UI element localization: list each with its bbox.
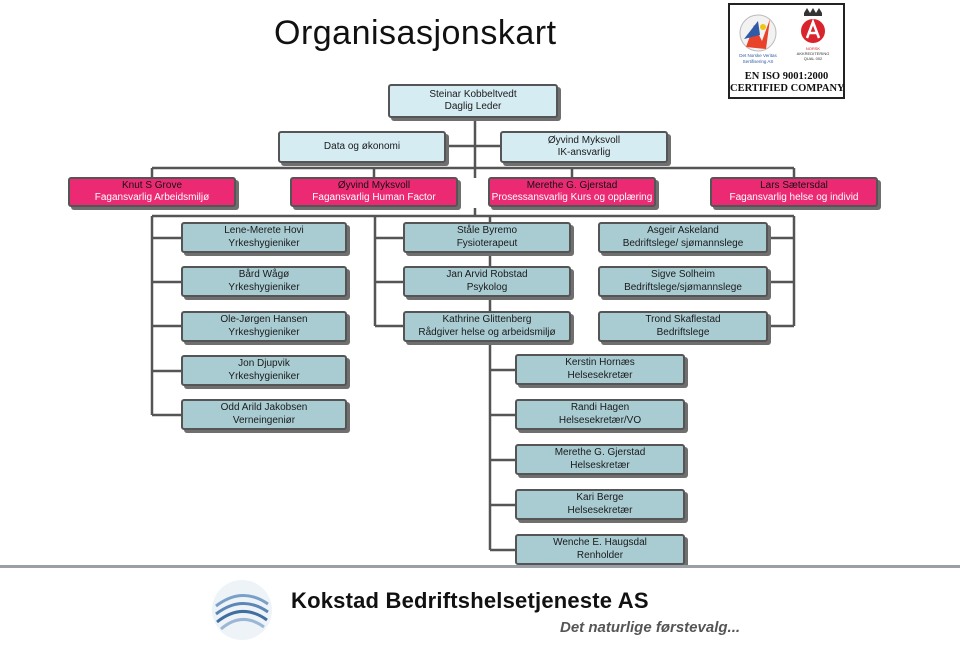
member-role: Renholder bbox=[576, 549, 624, 561]
staff-member-box: Bård Wågø Yrkeshygieniker bbox=[181, 266, 347, 297]
staff-member-box: Jon Djupvik Yrkeshygieniker bbox=[181, 355, 347, 386]
department-role: Prosessansvarlig Kurs og opplæring bbox=[491, 192, 653, 203]
department-box: Lars Sætersdal Fagansvarlig helse og ind… bbox=[710, 177, 878, 207]
svg-text:Det Norske Veritas: Det Norske Veritas bbox=[739, 53, 777, 58]
staff-right-role: IK-ansvarlig bbox=[557, 147, 611, 158]
secretary-box: Kerstin Hornæs Helsesekretær bbox=[515, 354, 685, 385]
member-role: Yrkeshygieniker bbox=[228, 237, 300, 249]
ceo-name: Steinar Kobbeltvedt bbox=[429, 88, 517, 100]
svg-text:Sertifisering AS: Sertifisering AS bbox=[743, 59, 774, 64]
member-role: Helsesekretær bbox=[567, 504, 633, 516]
member-name: Trond Skaflestad bbox=[645, 314, 721, 325]
member-role: Psykolog bbox=[466, 281, 508, 293]
member-name: Jan Arvid Robstad bbox=[446, 269, 528, 280]
department-name: Merethe G. Gjerstad bbox=[526, 179, 618, 191]
secretary-box: Randi Hagen Helsesekretær/VO bbox=[515, 399, 685, 430]
member-role: Bedriftslege bbox=[656, 326, 710, 338]
member-name: Merethe G. Gjerstad bbox=[554, 447, 646, 458]
department-name: Lars Sætersdal bbox=[760, 179, 828, 191]
staff-member-box: Odd Arild Jakobsen Verneingeniør bbox=[181, 399, 347, 430]
staff-member-box: Lene-Merete Hovi Yrkeshygieniker bbox=[181, 222, 347, 253]
page-title: Organisasjonskart bbox=[274, 14, 557, 52]
certificate-text: EN ISO 9001:2000 CERTIFIED COMPANY bbox=[730, 71, 845, 95]
department-role: Fagansvarlig helse og individ bbox=[729, 192, 859, 203]
member-role: Helseskretær bbox=[570, 459, 630, 471]
member-name: Lene-Merete Hovi bbox=[224, 225, 304, 236]
staff-member-box: Jan Arvid Robstad Psykolog bbox=[403, 266, 571, 297]
ceo-box: Steinar Kobbeltvedt Daglig Leder bbox=[388, 84, 558, 118]
certification-seals-icon: Det Norske Veritas Sertifisering AS NORS… bbox=[739, 8, 830, 64]
department-box: Øyvind Myksvoll Fagansvarlig Human Facto… bbox=[290, 177, 458, 207]
staff-member-box: Ståle Byremo Fysioterapeut bbox=[403, 222, 571, 253]
member-role: Yrkeshygieniker bbox=[228, 326, 300, 338]
svg-text:AKKREDITERING: AKKREDITERING bbox=[797, 51, 830, 56]
member-role: Bedriftslege/ sjømannslege bbox=[622, 237, 744, 249]
staff-member-box: Sigve Solheim Bedriftslege/sjømannslege bbox=[598, 266, 768, 297]
member-role: Rådgiver helse og arbeidsmiljø bbox=[418, 326, 556, 338]
member-role: Yrkeshygieniker bbox=[228, 370, 300, 382]
company-logo-icon bbox=[212, 580, 272, 640]
department-role: Fagansvarlig Human Factor bbox=[312, 192, 436, 203]
member-name: Ståle Byremo bbox=[456, 225, 518, 236]
department-name: Knut S Grove bbox=[121, 179, 183, 191]
department-box: Knut S Grove Fagansvarlig Arbeidsmiljø bbox=[68, 177, 236, 207]
member-name: Bård Wågø bbox=[238, 269, 290, 280]
certificate-line2: CERTIFIED COMPANY bbox=[730, 83, 845, 94]
member-name: Kathrine Glittenberg bbox=[442, 314, 532, 325]
secretary-box: Merethe G. Gjerstad Helseskretær bbox=[515, 444, 685, 475]
department-name: Øyvind Myksvoll bbox=[337, 179, 411, 191]
staff-box-ik: Øyvind Myksvoll IK-ansvarlig bbox=[500, 131, 668, 163]
staff-member-box: Ole-Jørgen Hansen Yrkeshygieniker bbox=[181, 311, 347, 342]
staff-right-name: Øyvind Myksvoll bbox=[547, 134, 621, 146]
staff-box-data: Data og økonomi bbox=[278, 131, 446, 163]
member-role: Fysioterapeut bbox=[456, 237, 518, 249]
member-name: Odd Arild Jakobsen bbox=[220, 402, 308, 413]
member-role: Helsesekretær/VO bbox=[558, 414, 642, 426]
member-name: Sigve Solheim bbox=[651, 269, 715, 280]
member-role: Helsesekretær bbox=[567, 369, 633, 381]
secretary-box: Kari Berge Helsesekretær bbox=[515, 489, 685, 520]
iso-certificate-badge: Det Norske Veritas Sertifisering AS NORS… bbox=[728, 3, 845, 99]
company-name: Kokstad Bedriftshelsetjeneste AS bbox=[291, 588, 649, 613]
footer-divider bbox=[0, 565, 960, 568]
member-name: Jon Djupvik bbox=[238, 358, 290, 369]
member-name: Asgeir Askeland bbox=[647, 225, 719, 236]
member-name: Wenche E. Haugsdal bbox=[553, 537, 647, 548]
secretary-box: Wenche E. Haugsdal Renholder bbox=[515, 534, 685, 565]
svg-text:NORSK: NORSK bbox=[806, 46, 821, 51]
member-name: Kari Berge bbox=[576, 492, 624, 503]
department-role: Fagansvarlig Arbeidsmiljø bbox=[94, 192, 210, 203]
member-role: Yrkeshygieniker bbox=[228, 281, 300, 293]
staff-member-box: Kathrine Glittenberg Rådgiver helse og a… bbox=[403, 311, 571, 342]
staff-member-box: Trond Skaflestad Bedriftslege bbox=[598, 311, 768, 342]
member-name: Ole-Jørgen Hansen bbox=[220, 314, 308, 325]
staff-member-box: Asgeir Askeland Bedriftslege/ sjømannsle… bbox=[598, 222, 768, 253]
member-name: Randi Hagen bbox=[570, 402, 630, 413]
certificate-line1: EN ISO 9001:2000 bbox=[744, 71, 829, 82]
svg-text:QUAL 002: QUAL 002 bbox=[804, 56, 823, 61]
member-role: Bedriftslege/sjømannslege bbox=[624, 281, 742, 293]
member-name: Kerstin Hornæs bbox=[565, 357, 635, 368]
staff-left-name: Data og økonomi bbox=[323, 140, 401, 152]
company-slogan: Det naturlige førstevalg... bbox=[560, 619, 741, 636]
department-box: Merethe G. Gjerstad Prosessansvarlig Kur… bbox=[488, 177, 656, 207]
member-role: Verneingeniør bbox=[232, 414, 296, 426]
ceo-role: Daglig Leder bbox=[444, 101, 502, 112]
